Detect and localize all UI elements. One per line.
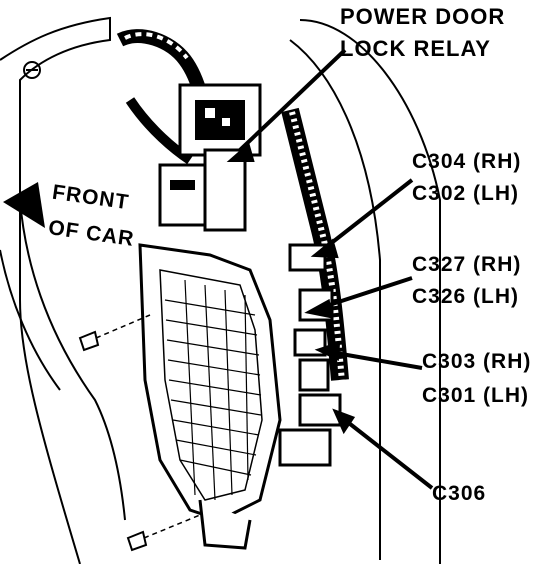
c302-label: C302 (LH) (412, 182, 520, 205)
callout-leaders (226, 48, 434, 490)
inner-panel-curve (19, 199, 126, 521)
outer-panel-curve (0, 249, 61, 391)
connector-stack (278, 243, 342, 467)
c304-label: C304 (RH) (412, 150, 522, 173)
c306-label: C306 (432, 482, 487, 505)
c301-label: C301 (LH) (422, 384, 530, 407)
mounting-screw-lower-icon (126, 514, 201, 552)
fuse-block (138, 243, 282, 550)
kick-panel-outline (0, 16, 111, 564)
mounting-screw-upper-icon (78, 314, 151, 352)
panel-screw-icon (23, 61, 41, 79)
c326-label: C326 (LH) (412, 285, 520, 308)
front-arrow-icon (3, 182, 45, 228)
power-door-lock-relay (158, 83, 262, 232)
door-pillar-inner (289, 39, 381, 560)
door-pillar-curve (299, 19, 441, 564)
c303-label: C303 (RH) (422, 350, 532, 373)
relay-label-line2: LOCK RELAY (340, 36, 491, 61)
relay-label-line1: POWER DOOR (340, 4, 506, 29)
c327-label: C327 (RH) (412, 253, 522, 276)
